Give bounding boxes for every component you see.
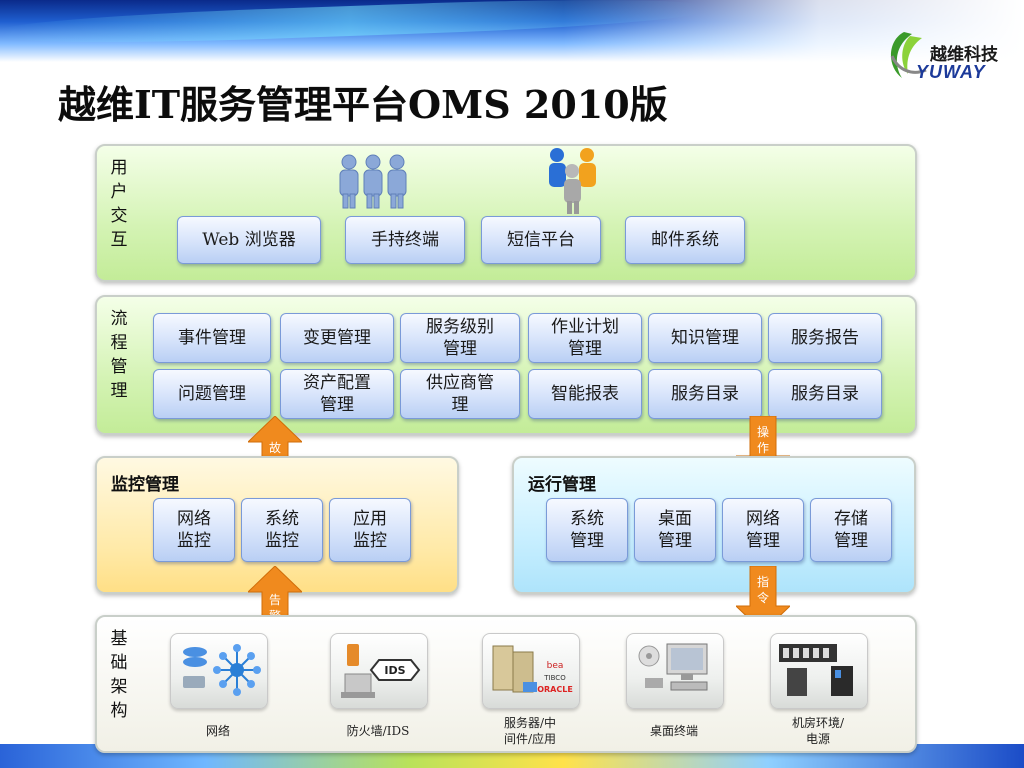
application-monitor-button[interactable]: 应用监控 [329,498,411,562]
company-logo: 越维科技 YUWAY [882,26,1014,84]
handheld-terminal-button[interactable]: 手持终端 [345,216,465,264]
user-interaction-label: 用户交互 [110,158,128,250]
network-management-button[interactable]: 网络管理 [722,498,804,562]
system-management-button[interactable]: 系统管理 [546,498,628,562]
network-topology-icon [170,633,268,709]
knowledge-management-button[interactable]: 知识管理 [648,313,762,363]
problem-management-button[interactable]: 问题管理 [153,369,271,419]
web-browser-button[interactable]: Web 浏览器 [177,216,321,264]
email-system-button[interactable]: 邮件系统 [625,216,745,264]
infra-label-firewall: 防火墙/IDS [346,724,410,738]
infrastructure-label: 基础架构 [110,629,128,721]
incident-management-button[interactable]: 事件管理 [153,313,271,363]
logo-swoosh-icon [890,32,927,78]
svg-text:bea: bea [547,661,564,671]
infra-label-power: 机房环境/电源 [791,716,845,746]
mobile-users-icon [549,148,596,214]
logo-text-cn: 越维科技 [930,45,998,64]
svg-text:IDS: IDS [384,664,405,677]
vendor-management-button[interactable]: 供应商管理 [400,369,520,419]
infra-label-desktop: 桌面终端 [649,724,698,738]
infra-label-server: 服务器/中间件/应用 [503,716,557,746]
desktop-management-button[interactable]: 桌面管理 [634,498,716,562]
user-interaction-panel: 用户交互 Web 浏览器 手持终端 短信平台 邮件系统 [95,144,917,282]
users-group-icon [339,154,407,209]
infrastructure-panel: 基础架构 网络 IDS 防火墙/IDS bea TIBCO ORA [95,615,917,753]
monitoring-management-title: 监控管理 [111,475,179,495]
asset-config-management-button[interactable]: 资产配置管理 [280,369,394,419]
system-monitor-button[interactable]: 系统监控 [241,498,323,562]
service-level-management-button[interactable]: 服务级别管理 [400,313,520,363]
logo-text-en: YUWAY [916,62,986,82]
change-management-button[interactable]: 变更管理 [280,313,394,363]
svg-text:ORACLE: ORACLE [537,685,573,694]
operations-management-title: 运行管理 [528,475,596,495]
process-management-label: 流程管理 [110,309,128,401]
page-title: 越维IT服务管理平台OMS 2010版 [58,82,668,127]
monitoring-management-panel: 监控管理 网络监控 系统监控 应用监控 [95,456,459,594]
job-schedule-management-button[interactable]: 作业计划管理 [528,313,642,363]
desktop-terminal-icon [626,633,724,709]
service-catalog-button-2[interactable]: 服务目录 [768,369,882,419]
operations-management-panel: 运行管理 系统管理 桌面管理 网络管理 存储管理 [512,456,916,594]
server-room-power-icon [770,633,868,709]
firewall-ids-icon: IDS [330,633,428,709]
service-report-button[interactable]: 服务报告 [768,313,882,363]
network-monitor-button[interactable]: 网络监控 [153,498,235,562]
smart-report-button[interactable]: 智能报表 [528,369,642,419]
sms-platform-button[interactable]: 短信平台 [481,216,601,264]
svg-text:TIBCO: TIBCO [543,674,566,682]
server-middleware-icon: bea TIBCO ORACLE [482,633,580,709]
storage-management-button[interactable]: 存储管理 [810,498,892,562]
service-catalog-button[interactable]: 服务目录 [648,369,762,419]
process-management-panel: 流程管理 事件管理 变更管理 服务级别管理 作业计划管理 知识管理 服务报告 问… [95,295,917,435]
infra-label-network: 网络 [205,724,230,738]
